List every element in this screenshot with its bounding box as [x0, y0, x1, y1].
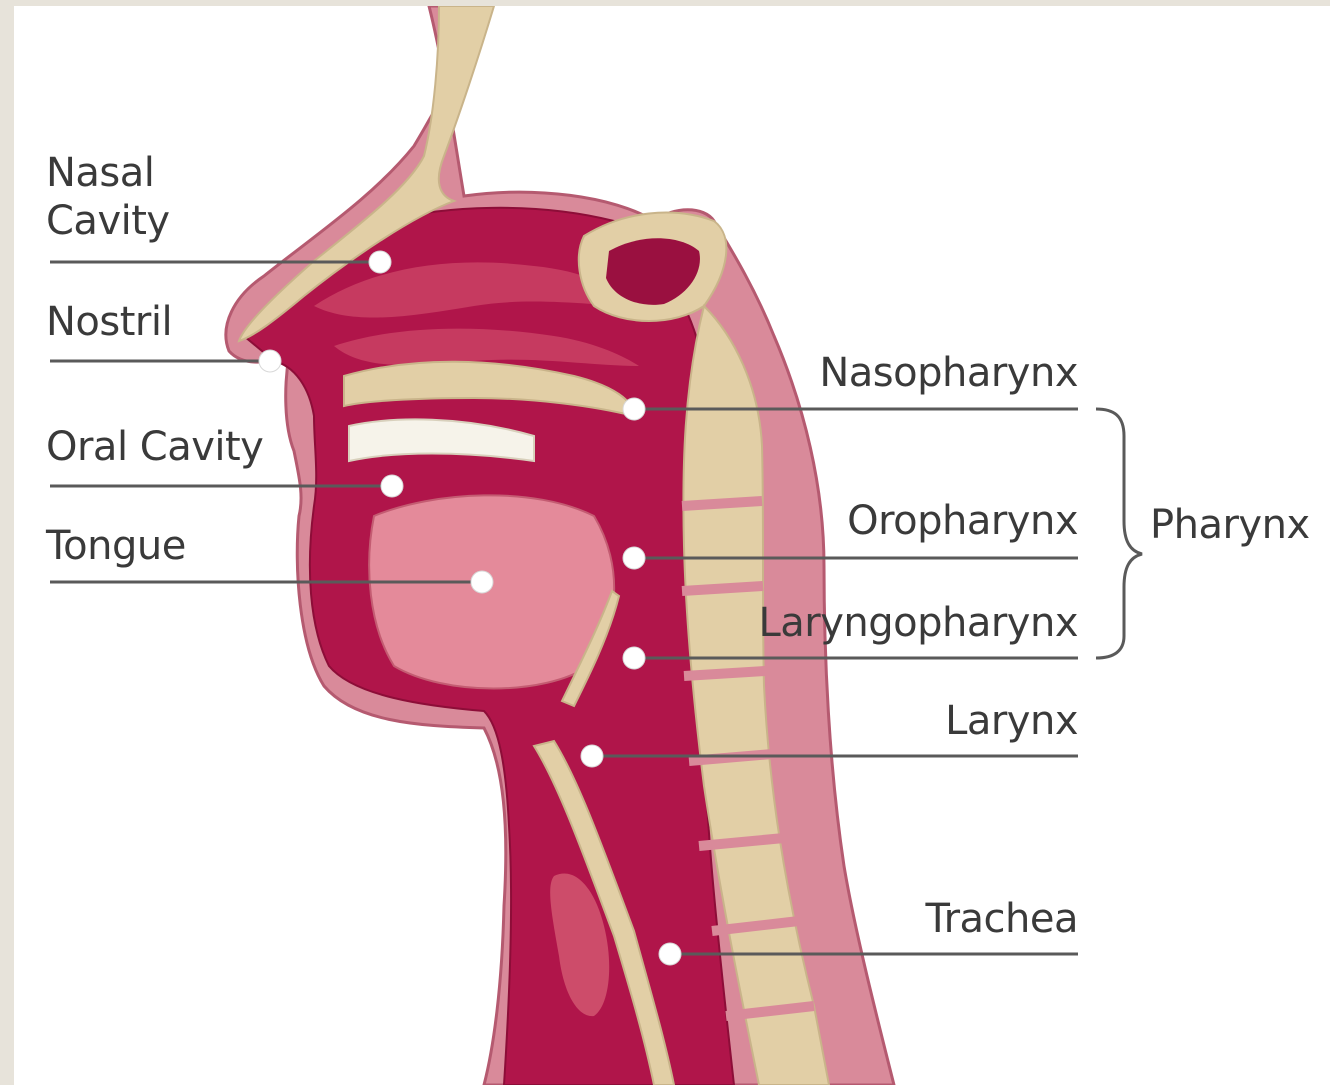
label-trachea: Trachea: [926, 896, 1078, 942]
label-nasal-cavity-line1: Nasal: [46, 150, 154, 196]
label-nasopharynx: Nasopharynx: [819, 350, 1078, 396]
pharynx-brace: [1096, 409, 1142, 658]
label-oral-cavity: Oral Cavity: [46, 424, 263, 470]
diagram-canvas: Nasal Cavity Nostril Oral Cavity Tongue …: [14, 6, 1330, 1085]
tongue-shape: [369, 495, 614, 688]
label-oropharynx: Oropharynx: [847, 498, 1078, 544]
label-nostril: Nostril: [46, 299, 172, 345]
label-laryngopharynx: Laryngopharynx: [758, 600, 1078, 646]
label-nasal-cavity-line2: Cavity: [46, 198, 170, 244]
label-tongue: Tongue: [46, 523, 186, 569]
head-neck-illustration: [14, 6, 1330, 1085]
label-larynx: Larynx: [945, 698, 1078, 744]
label-pharynx: Pharynx: [1150, 502, 1310, 548]
